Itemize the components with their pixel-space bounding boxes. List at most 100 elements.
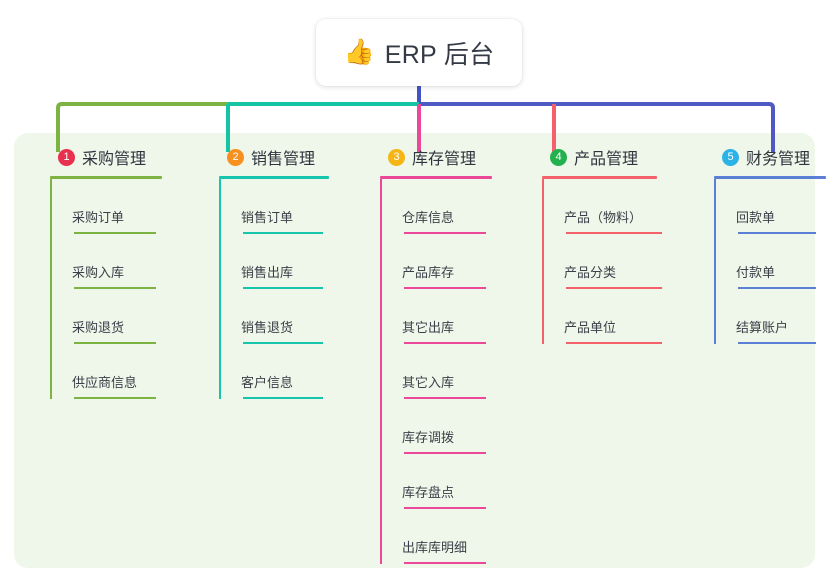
branch-title: 产品管理 (574, 151, 639, 168)
branch-item-label: 结算账户 (736, 320, 789, 336)
branch-underline (219, 176, 329, 179)
branch-item-underline (404, 562, 486, 564)
branch-item[interactable]: 采购退货 (50, 289, 186, 344)
branch-header-3[interactable]: 3 库存管理 (366, 145, 526, 169)
branch-spine (50, 179, 52, 399)
branch-item-label: 销售出库 (241, 265, 294, 281)
branch-title: 库存管理 (412, 151, 477, 168)
branch-item-underline (404, 452, 486, 454)
branch-item[interactable]: 出库库明细 (380, 509, 526, 564)
branch-item-list: 销售订单销售出库销售退货客户信息 (219, 179, 355, 399)
branch-item-label: 付款单 (736, 265, 776, 281)
branch-item-label: 销售订单 (241, 210, 294, 226)
branch-item[interactable]: 销售订单 (219, 179, 355, 234)
branch-item-underline (738, 342, 816, 344)
branch-item-list: 仓库信息产品库存其它出库其它入库库存调拨库存盘点出库库明细 (380, 179, 526, 564)
branch-item-underline (404, 232, 486, 234)
branch-item[interactable]: 采购订单 (50, 179, 186, 234)
branch-item-label: 采购入库 (72, 265, 125, 281)
branch-item[interactable]: 销售出库 (219, 234, 355, 289)
branch-item[interactable]: 客户信息 (219, 344, 355, 399)
branch-item-label: 仓库信息 (402, 210, 455, 226)
branch-item[interactable]: 结算账户 (714, 289, 839, 344)
branch-item-label: 产品（物料） (564, 210, 643, 226)
branch-column-5: 5 财务管理回款单付款单结算账户 (700, 145, 839, 344)
branch-item-underline (738, 287, 816, 289)
branch-item-underline (404, 342, 486, 344)
branch-header-4[interactable]: 4 产品管理 (528, 145, 693, 169)
branch-title: 财务管理 (746, 151, 811, 168)
branch-title: 销售管理 (251, 151, 316, 168)
branch-item-label: 产品库存 (402, 265, 455, 281)
branch-item[interactable]: 付款单 (714, 234, 839, 289)
branch-title: 采购管理 (82, 151, 147, 168)
branch-number-badge: 5 (722, 148, 739, 166)
branch-item[interactable]: 仓库信息 (380, 179, 526, 234)
branch-item-list: 产品（物料） 产品分类产品单位 (542, 179, 693, 344)
root-title: ERP 后台 (384, 40, 495, 69)
branch-item-label: 销售退货 (241, 320, 294, 336)
branch-item-label: 库存调拨 (402, 430, 455, 446)
branch-column-4: 4 产品管理产品（物料） 产品分类产品单位 (528, 145, 693, 344)
branch-item-label: 回款单 (736, 210, 776, 226)
branch-item[interactable]: 库存调拨 (380, 399, 526, 454)
branch-item-label: 客户信息 (241, 375, 294, 391)
branch-item-underline (404, 287, 486, 289)
branch-item-underline (404, 397, 486, 399)
diagram-background-panel (14, 133, 815, 568)
branch-item-underline (243, 397, 323, 399)
branch-item-label: 产品单位 (564, 320, 617, 336)
branch-item-underline (74, 232, 156, 234)
branch-item-label: 采购订单 (72, 210, 125, 226)
branch-item[interactable]: 回款单 (714, 179, 839, 234)
branch-item-label: 其它出库 (402, 320, 455, 336)
branch-spine (714, 179, 716, 344)
branch-item-label: 出库库明细 (402, 540, 468, 556)
branch-item[interactable]: 其它出库 (380, 289, 526, 344)
branch-number-badge: 3 (388, 148, 405, 166)
branch-spine (542, 179, 544, 344)
branch-spine (219, 179, 221, 399)
branch-number-badge: 4 (550, 148, 567, 166)
branch-underline (714, 176, 826, 179)
branch-item-underline (566, 232, 662, 234)
branch-item-underline (566, 287, 662, 289)
branch-item-underline (74, 287, 156, 289)
branch-item-label: 供应商信息 (72, 375, 138, 391)
branch-underline (542, 176, 657, 179)
branch-header-5[interactable]: 5 财务管理 (700, 145, 839, 169)
branch-spine (380, 179, 382, 564)
branch-column-3: 3 库存管理仓库信息产品库存其它出库其它入库库存调拨库存盘点出库库明细 (366, 145, 526, 564)
branch-header-2[interactable]: 2 销售管理 (205, 145, 355, 169)
branch-item[interactable]: 产品（物料） (542, 179, 693, 234)
branch-item-label: 采购退货 (72, 320, 125, 336)
branch-item[interactable]: 采购入库 (50, 234, 186, 289)
branch-item-underline (404, 507, 486, 509)
branch-column-2: 2 销售管理销售订单销售出库销售退货客户信息 (205, 145, 355, 399)
branch-item[interactable]: 供应商信息 (50, 344, 186, 399)
branch-item-underline (738, 232, 816, 234)
branch-item-list: 采购订单采购入库采购退货供应商信息 (50, 179, 186, 399)
branch-item-underline (243, 232, 323, 234)
branch-number-badge: 2 (227, 148, 244, 166)
branch-underline (50, 176, 162, 179)
branch-item-underline (74, 397, 156, 399)
branch-item-label: 其它入库 (402, 375, 455, 391)
branch-item-underline (243, 287, 323, 289)
branch-underline (380, 176, 492, 179)
branch-item[interactable]: 库存盘点 (380, 454, 526, 509)
branch-item[interactable]: 产品单位 (542, 289, 693, 344)
branch-item-underline (243, 342, 323, 344)
branch-item-label: 产品分类 (564, 265, 617, 281)
branch-item-list: 回款单付款单结算账户 (714, 179, 839, 344)
branch-item[interactable]: 销售退货 (219, 289, 355, 344)
root-node[interactable]: 👍 ERP 后台 (316, 19, 522, 86)
branch-item[interactable]: 产品库存 (380, 234, 526, 289)
thumbs-up-icon: 👍 (343, 38, 375, 66)
branch-item[interactable]: 产品分类 (542, 234, 693, 289)
branch-item[interactable]: 其它入库 (380, 344, 526, 399)
branch-item-underline (566, 342, 662, 344)
